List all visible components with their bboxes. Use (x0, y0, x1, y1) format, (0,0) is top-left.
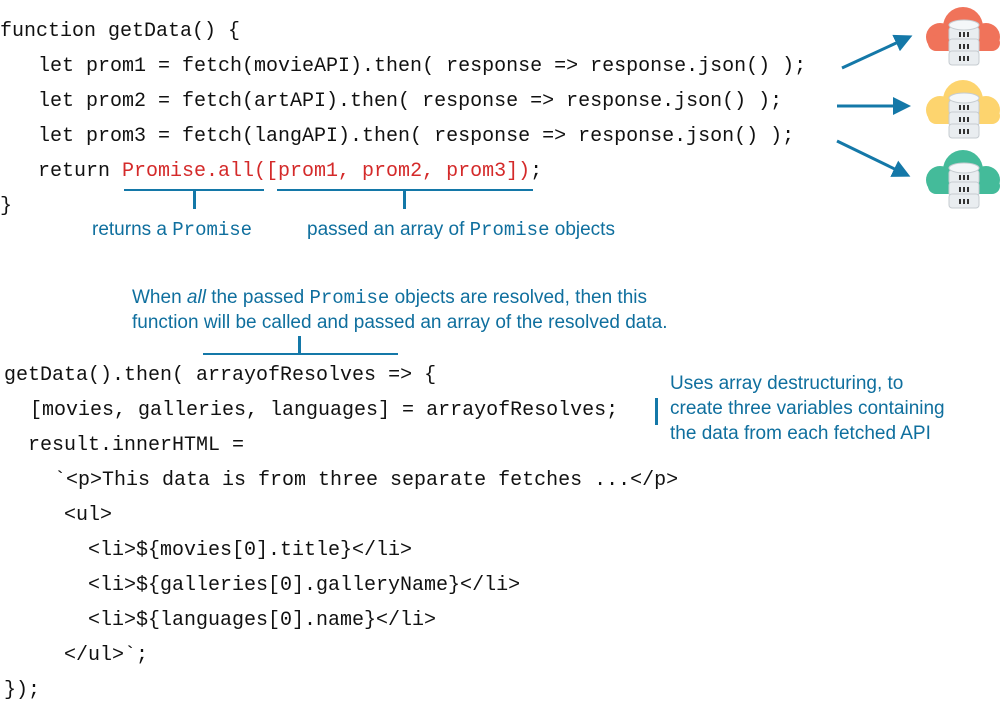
code-line: <ul> (64, 504, 113, 527)
code-line: let prom3 = fetch(langAPI).then( respons… (38, 125, 795, 148)
code-line: <li>${movies[0].title}</li> (88, 539, 413, 562)
code-line: }); (4, 679, 41, 702)
code-line: </ul>`; (64, 644, 149, 667)
arrow-to-movie-api (841, 34, 913, 70)
bracket-tick (403, 189, 406, 209)
code-line: getData().then( arrayofResolves => { (4, 364, 437, 387)
code-line: <li>${galleries[0].galleryName}</li> (88, 574, 521, 597)
bracket-tick (193, 189, 196, 209)
code-line: [movies, galleries, languages] = arrayof… (30, 399, 619, 422)
cloud-database-lang-icon (926, 150, 1000, 209)
resolved-note-line1: When all the passed Promise objects are … (132, 285, 647, 311)
code-line: result.innerHTML = (28, 434, 245, 457)
code-line: let prom1 = fetch(movieAPI).then( respon… (38, 55, 807, 78)
side-bracket (655, 398, 658, 425)
code-line: <li>${languages[0].name}</li> (88, 609, 437, 632)
note-text: returns a (92, 219, 173, 240)
cloud-database-icons (926, 7, 1000, 209)
resolved-note-line2: function will be called and passed an ar… (132, 312, 668, 333)
cloud-database-art-icon (926, 80, 1000, 139)
note-italic: all (186, 287, 206, 308)
note-mono: Promise (172, 219, 253, 241)
passed-array-note: passed an array of Promise objects (307, 217, 615, 243)
note-text: the passed (205, 287, 310, 308)
destructure-note-line: Uses array destructuring, to (670, 373, 904, 394)
note-text: objects are resolved, then this (389, 287, 647, 308)
code-line: function getData() { (0, 20, 241, 43)
note-text: passed an array of (307, 219, 470, 240)
code-line: `<p>This data is from three separate fet… (54, 469, 679, 492)
destructure-note-line: create three variables containing (670, 398, 945, 419)
promise-all-call: Promise.all([prom1, prom2, prom3]) (122, 160, 531, 183)
cloud-database-movie-icon (926, 7, 1000, 66)
code-line: } (0, 195, 13, 218)
note-text: When (132, 287, 187, 308)
note-mono: Promise (309, 287, 390, 309)
bracket-tick (298, 336, 301, 354)
return-keyword: return (38, 160, 123, 183)
bracket-line (203, 353, 398, 355)
note-text: objects (549, 219, 615, 240)
code-line: let prom2 = fetch(artAPI).then( response… (38, 90, 783, 113)
semicolon: ; (530, 160, 543, 183)
code-line-return: return Promise.all([prom1, prom2, prom3]… (38, 160, 542, 184)
note-mono: Promise (469, 219, 550, 241)
returns-promise-note: returns a Promise (92, 217, 252, 243)
arrow-to-lang-api (836, 139, 911, 177)
destructure-note-line: the data from each fetched API (670, 423, 931, 444)
